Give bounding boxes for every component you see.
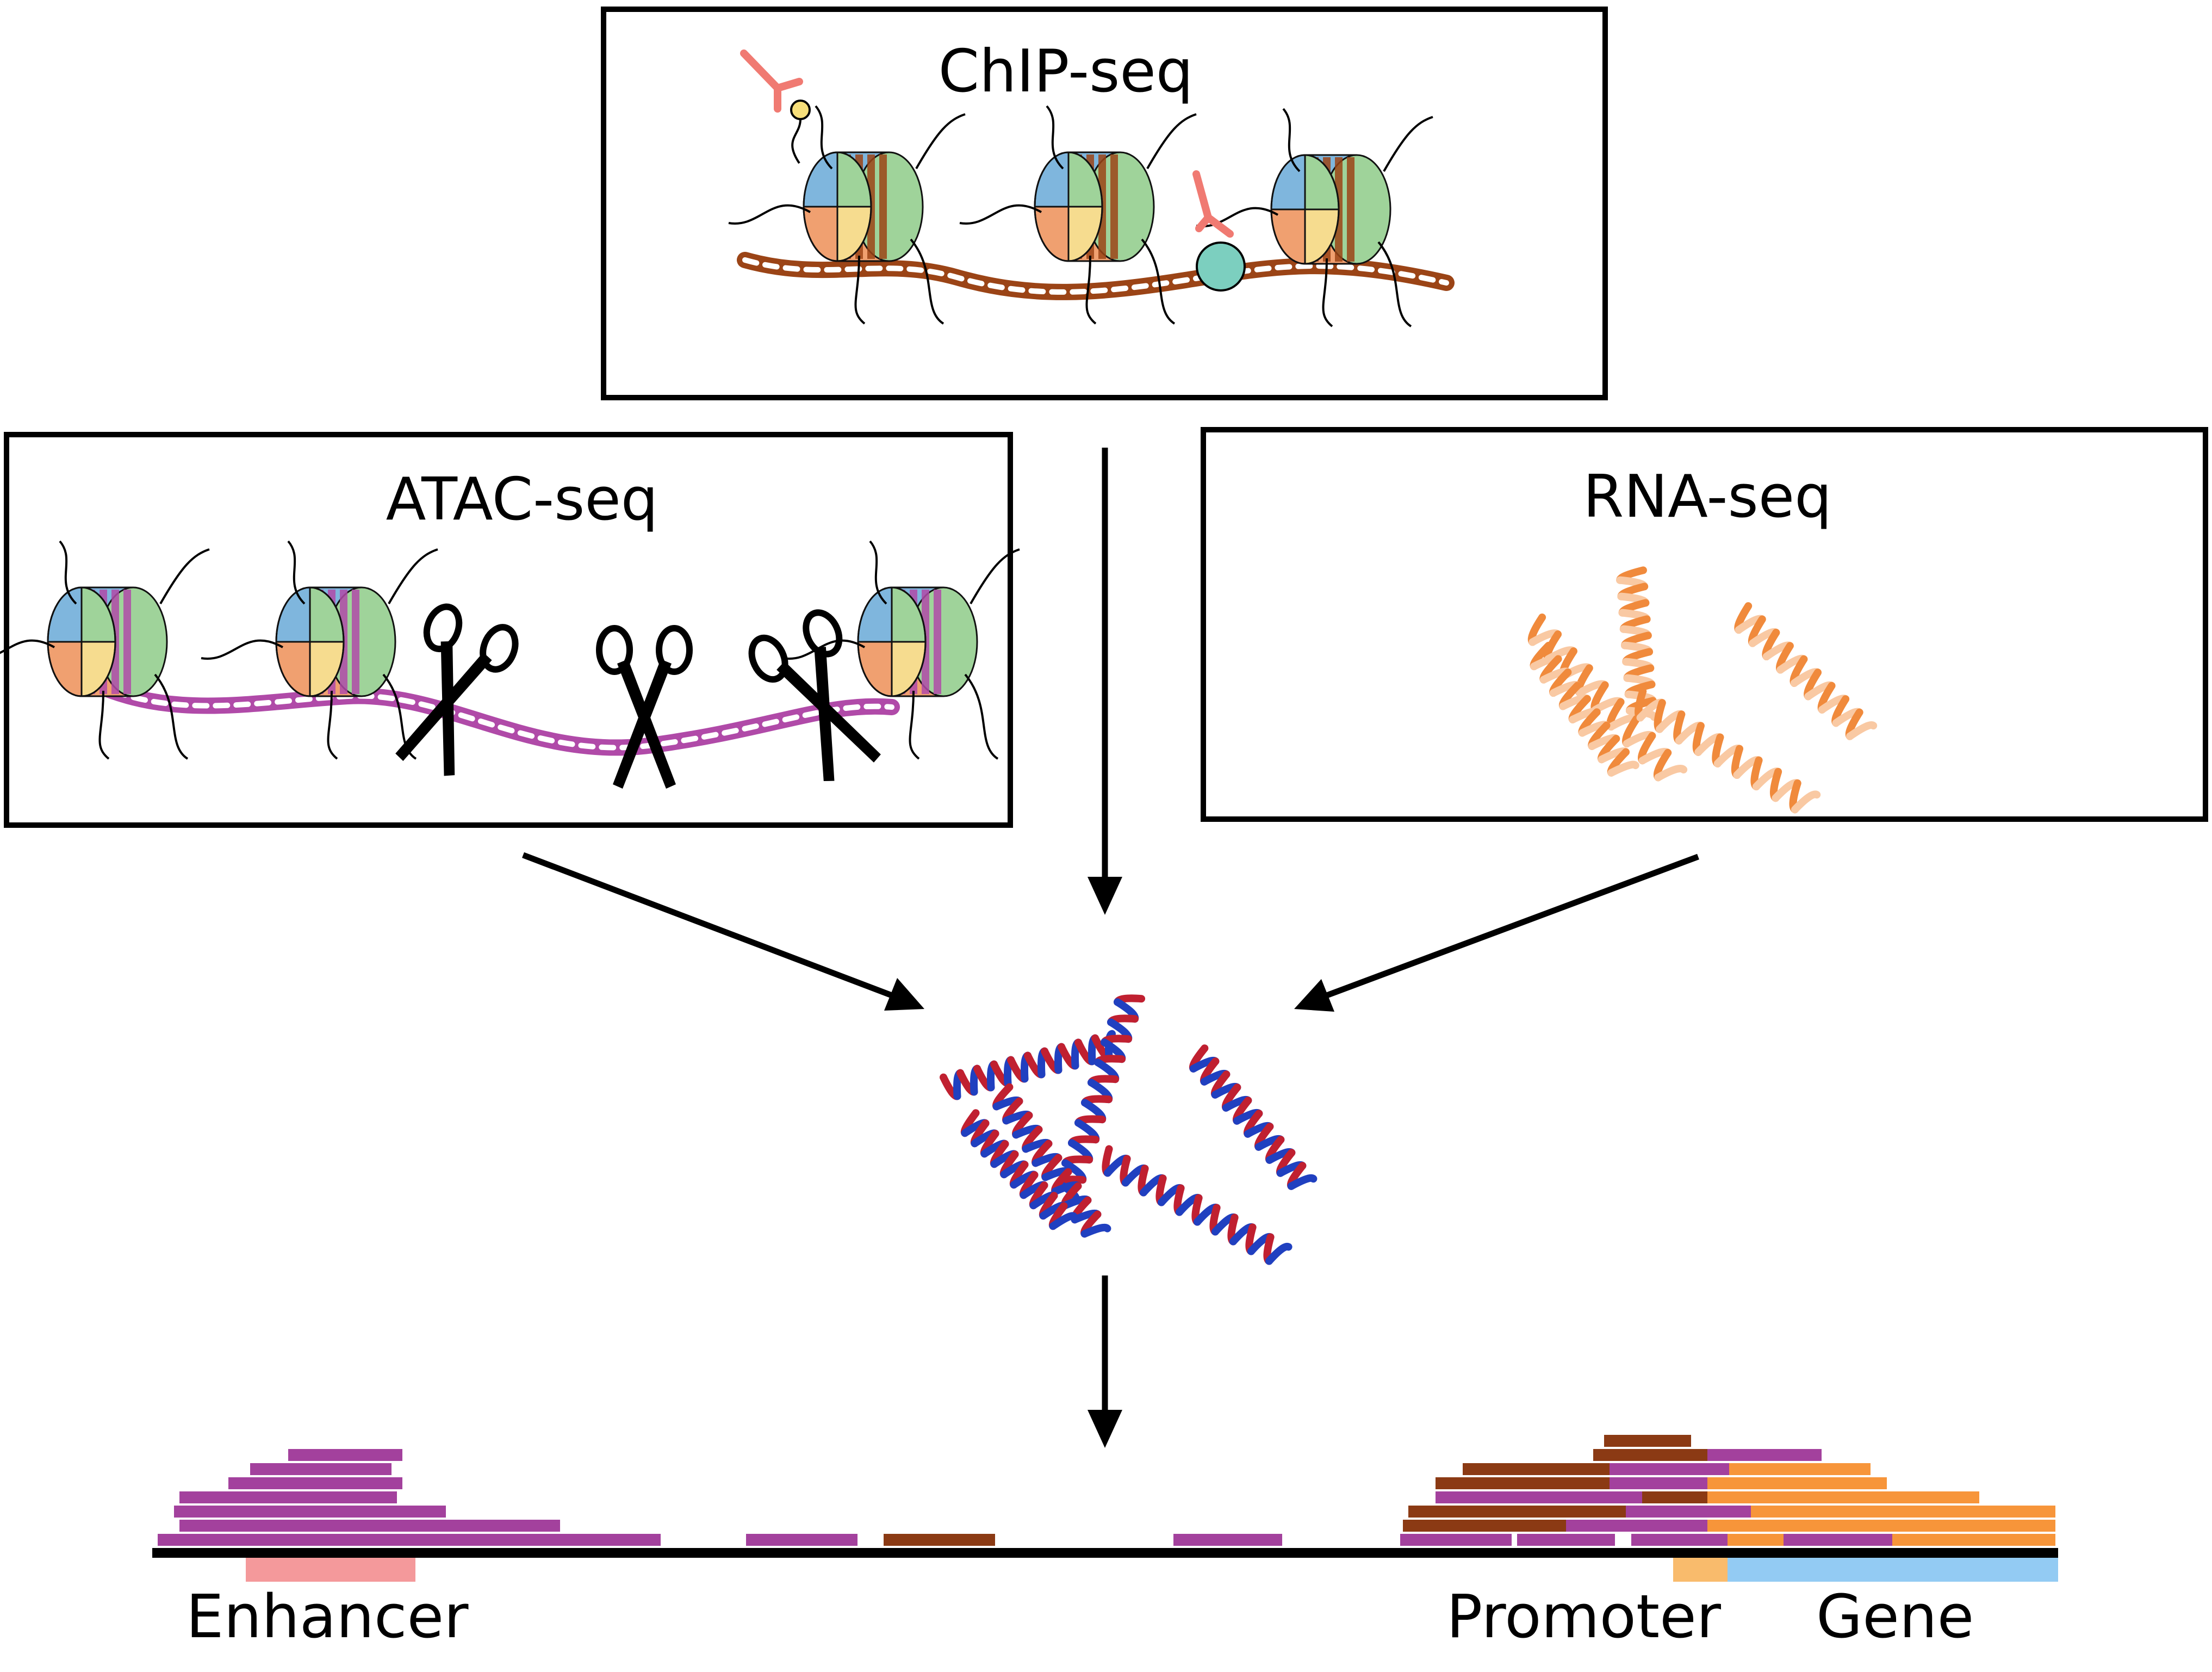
arrow-chip-to-dna	[1088, 448, 1122, 915]
sequencing-read	[228, 1477, 402, 1489]
chip-nucleosomes	[728, 105, 1433, 327]
dna-strand-highlight	[742, 257, 1449, 295]
sequencing-read	[288, 1449, 402, 1461]
sequencing-read	[1784, 1534, 1892, 1546]
sequencing-read	[1751, 1506, 2055, 1518]
genome-track: Enhancer Promoter Gene	[152, 1435, 2058, 1651]
sequencing-read	[1626, 1506, 1756, 1518]
rna-strand	[1530, 642, 1639, 777]
sequencing-read	[1610, 1463, 1729, 1475]
sequencing-read	[179, 1520, 560, 1532]
nucleosome-icon	[201, 540, 438, 760]
sequencing-read	[179, 1491, 397, 1503]
rna-strand	[1616, 566, 1658, 721]
sequencing-read	[1707, 1520, 2055, 1532]
arrows	[522, 448, 1699, 1448]
rna-seq-panel: RNA-seq	[1201, 427, 2208, 822]
gene-label: Gene	[1816, 1582, 1974, 1651]
sequencing-read	[250, 1463, 392, 1475]
nucleosome-icon	[959, 105, 1197, 325]
sequencing-read	[1408, 1506, 1626, 1518]
sequencing-read	[174, 1506, 446, 1518]
chip-seq-title: ChIP-seq	[939, 38, 1194, 106]
enhancer-label: Enhancer	[186, 1582, 469, 1651]
sequencing-read	[884, 1534, 995, 1546]
dna-helix-strand	[992, 1083, 1111, 1238]
arrow-rna-to-dna	[1294, 853, 1699, 1012]
promoter-label: Promoter	[1446, 1582, 1722, 1651]
scissors-icon	[748, 609, 881, 782]
scissors-icon	[596, 625, 693, 789]
sequencing-read	[1400, 1534, 1512, 1546]
dna-helix-strand	[940, 1030, 1116, 1100]
dna-helix-strand	[1189, 1044, 1318, 1190]
atac-seq-title: ATAC-seq	[386, 466, 658, 534]
arrow-atac-to-dna	[522, 852, 924, 1011]
gene-region-bar	[1728, 1558, 2058, 1582]
dna-strand-highlight	[73, 672, 894, 751]
rna-seq-box	[1201, 427, 2208, 822]
sequencing-read	[1610, 1477, 1718, 1489]
atac-seq-panel: ATAC-seq	[0, 432, 1020, 828]
rna-strand	[1635, 688, 1821, 814]
antibody-icon	[740, 49, 811, 164]
nucleosome-icon	[728, 105, 966, 325]
sequencing-read	[158, 1534, 661, 1546]
sequencing-read	[1729, 1463, 1871, 1475]
sequencing-read	[1631, 1534, 1729, 1546]
nucleosome-icon	[782, 540, 1020, 760]
dna-helix-strand	[1102, 1145, 1293, 1265]
nucleosome-icon	[1196, 108, 1433, 327]
dna-helix-strand	[960, 1109, 1078, 1230]
rna-seq-title: RNA-seq	[1583, 463, 1832, 531]
sequencing-read	[1707, 1477, 1887, 1489]
promoter-region-bar	[1673, 1558, 1728, 1582]
sequencing-read	[1593, 1449, 1713, 1461]
bound-factor-icon	[1192, 170, 1246, 292]
sequencing-read	[1707, 1491, 1979, 1503]
sequencing-read	[746, 1534, 858, 1546]
atac-nucleosomes	[0, 540, 1020, 760]
sequencing-read	[1173, 1534, 1282, 1546]
enhancer-region-bar	[246, 1558, 415, 1582]
scissors-icon	[395, 603, 519, 776]
nucleosome-icon	[0, 540, 210, 760]
sequencing-read	[1436, 1477, 1610, 1489]
sequencing-read	[1604, 1435, 1691, 1447]
scissors-group	[395, 603, 881, 789]
sequencing-read	[1436, 1491, 1642, 1503]
chip-seq-panel: ChIP-seq	[601, 7, 1608, 400]
sequencing-read	[1707, 1449, 1822, 1461]
sequencing-read	[1892, 1534, 2055, 1546]
rna-icon	[1527, 566, 1878, 814]
sequencing-read	[1517, 1534, 1615, 1546]
dna-double-helix-icon	[940, 994, 1318, 1265]
rna-strand	[1734, 602, 1878, 740]
arrow-dna-to-track	[1088, 1275, 1122, 1448]
sequencing-reads	[158, 1435, 2055, 1546]
sequencing-read	[1566, 1520, 1707, 1532]
